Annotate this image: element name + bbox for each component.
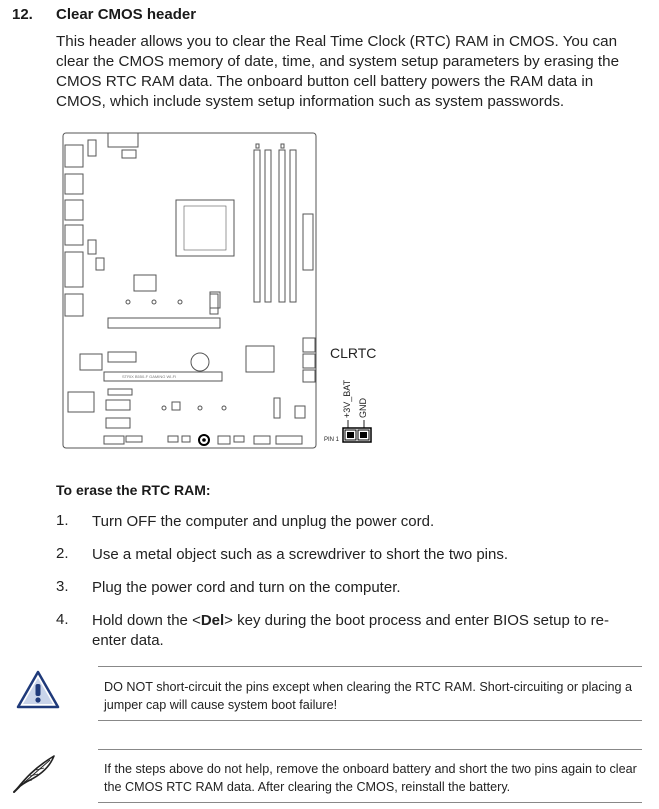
io-port (64, 173, 84, 195)
step-text: Plug the power cord and turn on the comp… (92, 579, 401, 596)
tip-note: If the steps above do not help, remove t… (104, 762, 637, 794)
m2-slot (107, 317, 221, 329)
io-port (64, 251, 84, 288)
erase-title: To erase the RTC RAM: (56, 482, 211, 498)
clrtc-location-marker (198, 434, 210, 446)
sata-port (302, 353, 316, 369)
step-text: Turn OFF the computer and unplug the pow… (92, 513, 435, 530)
atx-power-connector (302, 213, 314, 271)
motherboard-diagram: STRIX B550-F GAMING WI-FI CLRTC +3V_BAT … (62, 132, 376, 449)
step-number: 2. (56, 545, 69, 562)
note-divider (98, 666, 642, 667)
warning-icon (16, 670, 60, 709)
clrtc-label: CLRTC (330, 345, 376, 361)
feather-pen-icon (13, 755, 55, 793)
pin1-label: PIN 1 (324, 437, 340, 443)
step-number: 1. (56, 512, 69, 529)
cpu-power-connector (107, 132, 139, 148)
io-port (64, 144, 84, 168)
io-port (64, 199, 84, 221)
dimm-slot (264, 149, 272, 303)
warning-note: DO NOT short-circuit the pins except whe… (104, 680, 632, 712)
io-port (64, 293, 84, 317)
step-text: Use a metal object such as a screwdriver… (92, 546, 509, 563)
step-number: 3. (56, 578, 69, 595)
board-outline (62, 132, 317, 449)
clrtc-header (342, 427, 372, 443)
chipset (245, 345, 275, 373)
cmos-battery (190, 352, 210, 372)
note-divider (98, 720, 642, 721)
dimm-slot (289, 149, 297, 303)
section-number: 12. (12, 6, 33, 23)
pin-label-3v-bat: +3V_BAT (342, 379, 352, 418)
pcie-slot (103, 371, 223, 382)
step-number: 4. (56, 611, 69, 628)
board-model-text: STRIX B550-F GAMING WI-FI (122, 374, 176, 379)
pin-label-gnd: GND (358, 398, 368, 419)
step-text: Hold down the <Del> key during the boot … (92, 612, 609, 649)
note-divider (98, 749, 642, 750)
cpu-socket (175, 199, 235, 257)
m2-slot (273, 397, 281, 419)
dimm-slot (253, 149, 261, 303)
section-intro: This header allows you to clear the Real… (56, 33, 620, 110)
sata-port (302, 337, 316, 353)
note-divider (98, 802, 642, 803)
io-port (64, 224, 84, 246)
dimm-slot (278, 149, 286, 303)
del-key: Del (200, 612, 225, 629)
section-title: Clear CMOS header (56, 6, 197, 23)
